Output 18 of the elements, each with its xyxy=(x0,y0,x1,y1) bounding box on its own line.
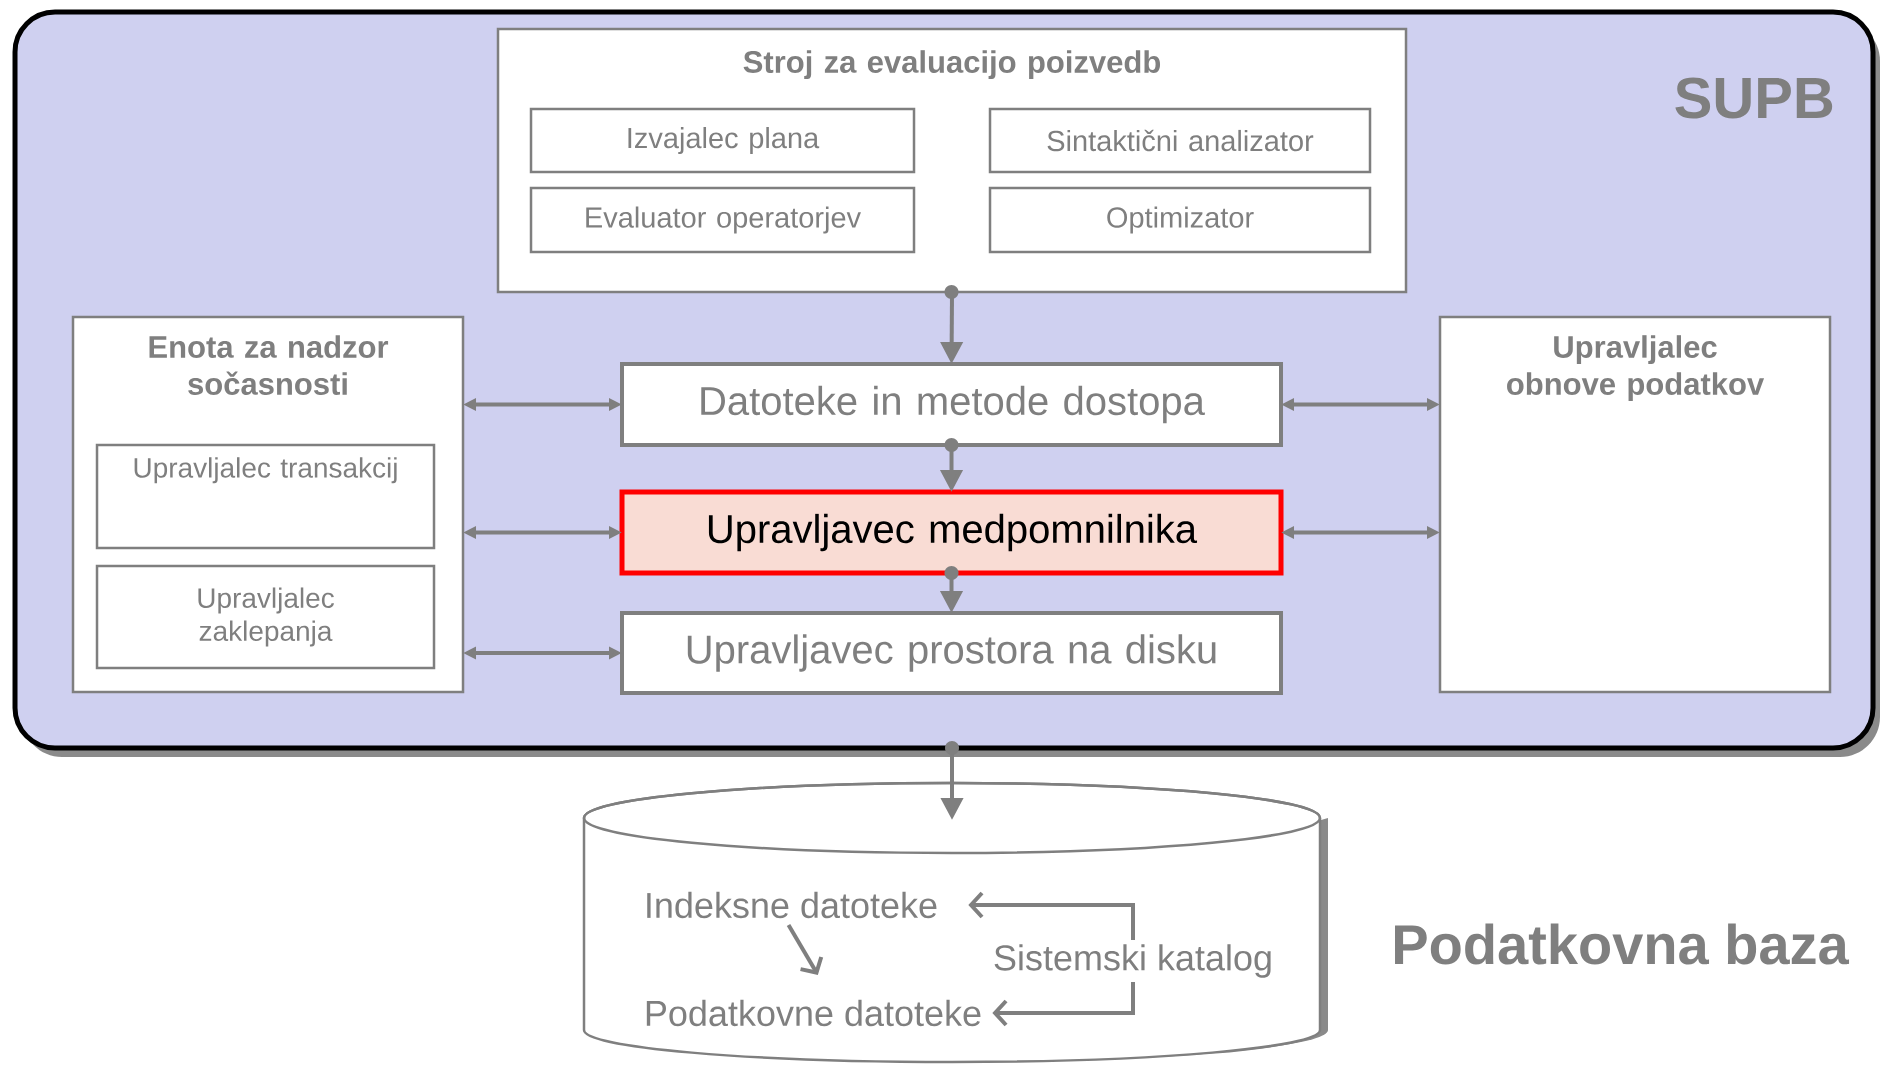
component-panel: Upravljalec obnove podatkov xyxy=(1438,315,1832,694)
text-label: Indeksne datoteke xyxy=(647,891,937,919)
database-cylinder xyxy=(582,781,1328,1064)
module-box: Optimizator xyxy=(988,186,1372,254)
module-box: Sintaktični analizator xyxy=(988,107,1372,174)
module-box: Upravljalec zaklepanja xyxy=(95,564,436,670)
arrow xyxy=(992,982,1135,1027)
text-label: Sistemski katalog xyxy=(994,944,1271,978)
module-box: Evaluator operatorjev xyxy=(529,186,916,254)
database-label: Podatkovna baza xyxy=(1395,923,1850,965)
layer-box: Datoteke in metode dostopa xyxy=(620,362,1283,447)
module-box: Upravljalec transakcij xyxy=(95,443,436,550)
arrow xyxy=(786,924,824,975)
text-label: Podatkovne datoteke xyxy=(646,999,981,1027)
arrow xyxy=(968,891,1135,940)
highlighted-layer-box: Upravljavec medpomnilnika xyxy=(619,489,1284,576)
layer-box: Upravljavec prostora na disku xyxy=(620,611,1283,695)
module-box: Izvajalec plana xyxy=(529,107,916,174)
